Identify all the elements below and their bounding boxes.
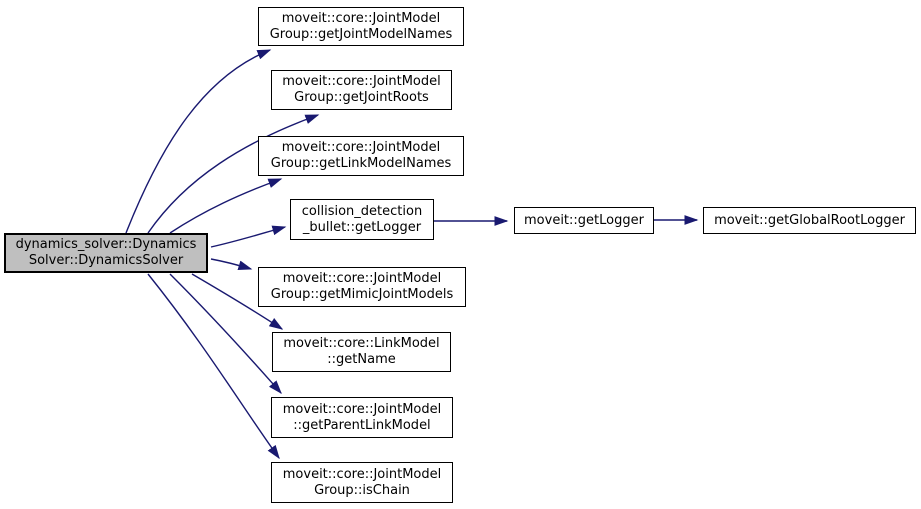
edge-root-to-ischain — [147, 273, 280, 460]
node-label-line: Group::isChain — [314, 482, 410, 498]
edge-root-to-getname — [191, 273, 284, 330]
edge-root-to-getjointmodelnames — [125, 49, 272, 234]
node-label-line: Group::getJointModelNames — [269, 26, 453, 42]
node-label-line: moveit::core::JointModel — [281, 140, 441, 155]
node-label-line: ::getParentLinkModel — [293, 417, 431, 433]
node-label-line: collision_detection — [301, 203, 423, 219]
edge-root-to-collision-getlogger — [210, 225, 287, 248]
node-label-line: ::getName — [327, 352, 396, 367]
node-getjointroots[interactable]: moveit::core::JointModel Group::getJoint… — [271, 70, 452, 110]
edge-root-to-getmimicjointmodels — [210, 258, 253, 270]
node-label-line: _bullet::getLogger — [302, 219, 422, 235]
node-moveit-getlogger[interactable]: moveit::getLogger — [514, 207, 654, 234]
node-label-line: moveit::getLogger — [524, 212, 644, 228]
node-label-line: moveit::core::JointModel — [282, 401, 442, 417]
node-getparentlinkmodel[interactable]: moveit::core::JointModel ::getParentLink… — [271, 397, 453, 438]
node-linkmodel-getname[interactable]: moveit::core::LinkModel ::getName — [272, 332, 451, 372]
node-label-line: moveit::core::JointModel — [282, 74, 441, 89]
node-label-line: Group::getLinkModelNames — [270, 156, 452, 171]
node-label-line: moveit::core::LinkModel — [283, 336, 440, 351]
edge-root-to-getjointroots — [147, 114, 320, 234]
node-label-line: moveit::core::JointModel — [281, 10, 441, 26]
node-collision-detection-bullet-getlogger[interactable]: collision_detection _bullet::getLogger — [290, 199, 434, 240]
edge-root-to-getparentlinkmodel — [169, 273, 282, 395]
node-label-line: moveit::getGlobalRootLogger — [714, 212, 905, 228]
node-label-line: Group::getMimicJointModels — [270, 287, 454, 302]
node-dynamics-solver-constructor: dynamics_solver::Dynamics Solver::Dynami… — [4, 233, 208, 273]
node-getlinkmodelnames[interactable]: moveit::core::JointModel Group::getLinkM… — [258, 136, 464, 176]
node-label-line: dynamics_solver::Dynamics — [15, 237, 197, 252]
node-label-line: moveit::core::JointModel — [282, 271, 442, 286]
node-label-line: Solver::DynamicsSolver — [28, 253, 184, 268]
node-ischain[interactable]: moveit::core::JointModel Group::isChain — [271, 462, 453, 503]
node-getjointmodelnames[interactable]: moveit::core::JointModel Group::getJoint… — [258, 7, 464, 46]
node-moveit-getglobalrootlogger[interactable]: moveit::getGlobalRootLogger — [703, 207, 916, 234]
node-label-line: Group::getJointRoots — [294, 90, 429, 105]
edge-root-to-getlinkmodelnames — [169, 178, 283, 234]
node-getmimicjointmodels[interactable]: moveit::core::JointModel Group::getMimic… — [258, 267, 466, 307]
node-label-line: moveit::core::JointModel — [282, 466, 442, 482]
